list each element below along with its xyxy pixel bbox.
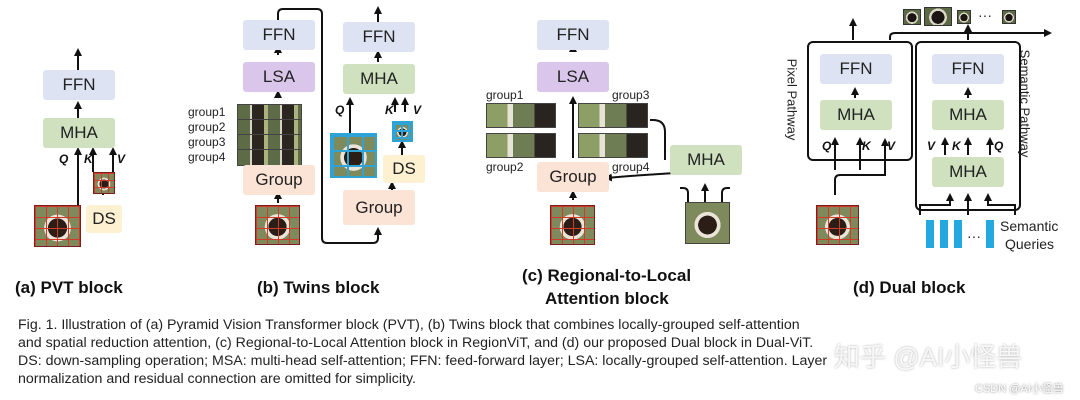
dual-v-label: V — [887, 139, 896, 153]
twins-group3-label: group3 — [188, 135, 226, 149]
dual-k-label: K — [862, 139, 871, 153]
twins-group4-label: group4 — [188, 150, 226, 164]
regional-region-image — [685, 202, 730, 244]
dual-q2-label: Q — [994, 139, 1004, 153]
zhihu-watermark: 知乎 @AI小怪兽 — [834, 342, 1023, 372]
dual-mha-left-block: MHA — [820, 100, 892, 130]
twins-mha-block: MHA — [343, 64, 415, 94]
twins-lsa-block: LSA — [243, 62, 315, 92]
pvt-reduced-image — [93, 172, 115, 194]
regional-group4-box — [578, 133, 648, 158]
regional-group3-label: group3 — [612, 88, 650, 102]
dual-block-title: (d) Dual block — [853, 278, 966, 297]
pvt-block-title: (a) PVT block — [15, 278, 123, 297]
dual-semantic-query-bar-2 — [940, 220, 948, 248]
pvt-mha-block: MHA — [43, 118, 115, 148]
twins-group1-label: group1 — [188, 105, 226, 119]
dual-input-image — [816, 205, 859, 245]
regional-group2-label: group2 — [486, 160, 524, 174]
regional-block-title-line2: Attention block — [545, 289, 669, 308]
csdn-watermark: CSDN @AI小怪兽 — [975, 383, 1064, 395]
dual-token-thumb-3 — [957, 10, 971, 24]
regional-group-block: Group — [537, 162, 609, 192]
regional-lsa-block: LSA — [537, 62, 609, 92]
twins-grid-image — [330, 133, 377, 178]
regional-mha-block: MHA — [670, 145, 742, 175]
pvt-v-label: V — [117, 152, 126, 166]
caption-line-1: Fig. 1. Illustration of (a) Pyramid Visi… — [18, 317, 800, 333]
twins-ffn-left-block: FFN — [243, 20, 315, 50]
pvt-ds-block: DS — [86, 205, 122, 233]
twins-group4-strip — [237, 149, 302, 166]
regional-group2-box — [486, 133, 556, 158]
caption-line-2: and spatial reduction attention, (c) Reg… — [18, 335, 814, 351]
dual-ffn-left-block: FFN — [820, 54, 892, 84]
dual-token-thumb-4 — [1002, 10, 1016, 24]
dual-semantic-queries-label-1: Semantic — [1000, 218, 1059, 234]
dual-ellipsis-bars: ··· — [967, 228, 981, 244]
twins-group2-label: group2 — [188, 120, 226, 134]
dual-token-thumb-2 — [924, 7, 952, 26]
dual-k2-label: K — [952, 139, 961, 153]
dual-pixel-pathway-label: Pixel Pathway — [784, 58, 800, 141]
twins-ds-block: DS — [383, 155, 425, 183]
regional-group1-label: group1 — [486, 88, 524, 102]
twins-reduced-image — [392, 121, 413, 142]
twins-q-label: Q — [335, 103, 345, 117]
dual-mha-right-top-block: MHA — [932, 100, 1004, 130]
regional-group1-box — [486, 103, 556, 128]
figure-caption: Fig. 1. Illustration of (a) Pyramid Visi… — [18, 316, 1068, 388]
regional-group4-label: group4 — [612, 160, 650, 174]
pvt-q-label: Q — [59, 152, 69, 166]
twins-k-label: K — [385, 103, 394, 117]
dual-semantic-query-bar-1 — [926, 220, 934, 248]
dual-semantic-query-bar-4 — [986, 220, 994, 248]
dual-ffn-right-block: FFN — [932, 54, 1004, 84]
dual-token-thumb-1 — [903, 9, 921, 25]
dual-v2-label: V — [927, 139, 936, 153]
twins-ffn-right-block: FFN — [343, 22, 415, 52]
regional-ffn-block: FFN — [537, 20, 609, 50]
pvt-ffn-block: FFN — [43, 70, 115, 100]
twins-block-title: (b) Twins block — [257, 278, 380, 297]
dual-semantic-queries-label-2: Queries — [1005, 236, 1055, 252]
twins-input-image — [255, 205, 300, 245]
caption-line-4: normalization and residual connection ar… — [18, 371, 416, 387]
twins-v-label: V — [413, 103, 422, 117]
twins-group-bottom-block: Group — [343, 190, 415, 225]
pvt-input-image — [34, 205, 81, 247]
caption-line-3: DS: down-sampling operation; MSA: multi-… — [18, 353, 828, 369]
regional-input-image — [550, 205, 595, 245]
regional-block-title-line1: (c) Regional-to-Local — [522, 266, 692, 285]
dual-mha-right-bottom-block: MHA — [932, 157, 1004, 187]
twins-group-block: Group — [243, 165, 315, 195]
dual-semantic-pathway-label: Semantic Pathway — [1017, 49, 1033, 158]
dual-semantic-query-bar-3 — [954, 220, 962, 248]
dual-q-label: Q — [822, 139, 832, 153]
regional-group3-box — [578, 103, 648, 128]
pvt-k-label: K — [84, 152, 93, 166]
dual-ellipsis-top: ··· — [978, 7, 992, 23]
